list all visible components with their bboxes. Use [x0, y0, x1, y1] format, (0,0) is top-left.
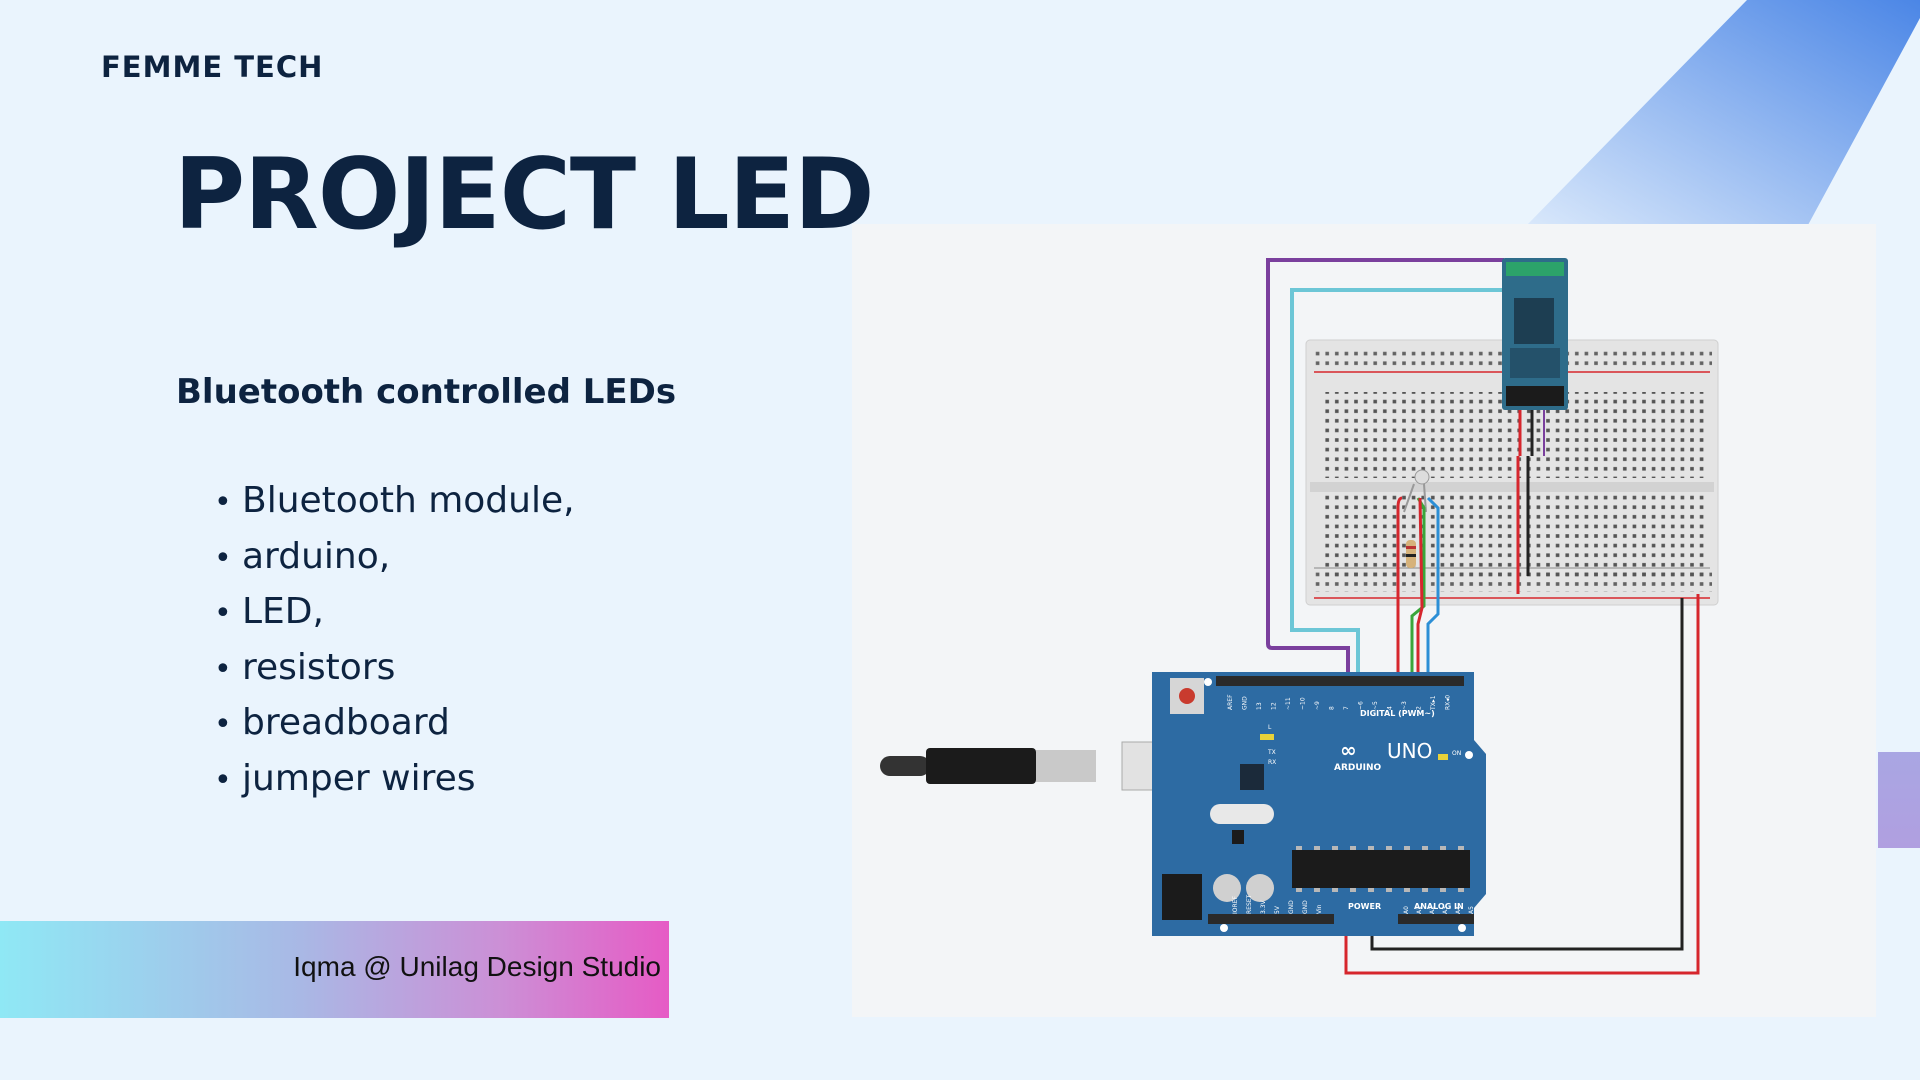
power-pin-label: RESET	[1246, 894, 1253, 914]
digital-pin-label: ~6	[1358, 701, 1365, 710]
svg-text:∞: ∞	[1340, 738, 1357, 762]
analog-label: ANALOG IN	[1414, 902, 1464, 911]
power-label: POWER	[1348, 902, 1381, 911]
bullet: •	[214, 540, 232, 576]
bullet: •	[214, 596, 232, 632]
digital-pin-label: ~3	[1401, 701, 1408, 710]
footer-credit: Iqma @ Unilag Design Studio	[293, 951, 661, 982]
list-item: • breadboard	[214, 696, 575, 752]
analog-pin-label: A2	[1429, 906, 1436, 914]
power-pin-label: Vin	[1316, 904, 1323, 914]
analog-pin-label: A4	[1455, 906, 1462, 914]
on-label: ON	[1452, 750, 1461, 757]
digital-pin-label: ~5	[1372, 701, 1379, 710]
digital-pin-label: 4	[1387, 706, 1394, 710]
bullet: •	[214, 651, 232, 687]
bullet: •	[214, 707, 232, 743]
analog-pin-label: A1	[1416, 906, 1423, 914]
list-item: • LED,	[214, 585, 575, 641]
rgb-led	[1403, 469, 1430, 513]
digital-pin-label: RX◂0	[1445, 695, 1452, 710]
bluetooth-module	[1502, 258, 1568, 456]
digital-pin-label: GND	[1242, 696, 1249, 710]
resistor	[1406, 540, 1416, 568]
l-label: L	[1268, 724, 1272, 731]
digital-pin-label: 13	[1256, 702, 1263, 710]
digital-pin-label: TX▸1	[1430, 695, 1437, 711]
brand-name: FEMME TECH	[101, 50, 324, 84]
list-item-label: arduino,	[242, 535, 391, 577]
digital-pin-label: 2	[1416, 706, 1423, 710]
footer-band: Iqma @ Unilag Design Studio	[0, 921, 669, 1018]
tx-label: TX	[1267, 749, 1276, 756]
digital-pin-label: ~11	[1285, 697, 1292, 710]
power-pin-label: GND	[1288, 900, 1295, 914]
board-name: UNO	[1387, 739, 1432, 763]
slide-subtitle: Bluetooth controlled LEDs	[176, 372, 677, 412]
list-item-label: breadboard	[242, 702, 450, 744]
component-list: • Bluetooth module, • arduino, • LED, • resi…	[214, 474, 575, 808]
analog-pin-label: A3	[1442, 906, 1449, 914]
power-pin-label: 3.3V	[1260, 899, 1267, 914]
list-item-label: resistors	[242, 646, 396, 688]
side-accent-tab	[1878, 752, 1920, 848]
rx-label: RX	[1268, 759, 1276, 766]
list-item-label: Bluetooth module,	[242, 480, 575, 521]
digital-pin-label: 7	[1343, 706, 1350, 710]
digital-pin-label: 12	[1271, 702, 1278, 710]
bullet: •	[214, 485, 232, 520]
analog-pin-label: A5	[1468, 906, 1475, 914]
board-brand: ARDUINO	[1334, 763, 1382, 773]
list-item: • Bluetooth module,	[214, 474, 575, 530]
circuit-diagram: ∞ UNO ARDUINO DIGITAL (PWM~) POWER ANALO…	[852, 224, 1876, 1017]
corner-gradient-shape	[1527, 0, 1920, 225]
analog-pin-label: A0	[1403, 906, 1410, 914]
list-item-label: jumper wires	[242, 757, 476, 799]
digital-label: DIGITAL (PWM~)	[1360, 709, 1435, 718]
digital-pin-label: 8	[1329, 706, 1336, 710]
power-pin-label: 5V	[1274, 905, 1281, 914]
digital-pin-label: AREF	[1227, 694, 1234, 710]
slide-title: PROJECT LED	[174, 138, 875, 252]
list-item-label: LED,	[242, 591, 324, 633]
circuit-svg: ∞ UNO ARDUINO DIGITAL (PWM~) POWER ANALO…	[880, 258, 1719, 975]
arduino-board: ∞ UNO ARDUINO DIGITAL (PWM~) POWER ANALO…	[1152, 672, 1486, 936]
power-pin-label: GND	[1302, 900, 1309, 914]
breadboard	[1305, 339, 1719, 606]
list-item: • arduino,	[214, 530, 575, 586]
list-item: • jumper wires	[214, 752, 575, 808]
bullet: •	[214, 762, 232, 798]
digital-pin-label: ~10	[1300, 697, 1307, 710]
digital-pin-label: ~9	[1314, 701, 1321, 710]
list-item: • resistors	[214, 641, 575, 697]
power-pin-label: IOREF	[1232, 896, 1239, 914]
